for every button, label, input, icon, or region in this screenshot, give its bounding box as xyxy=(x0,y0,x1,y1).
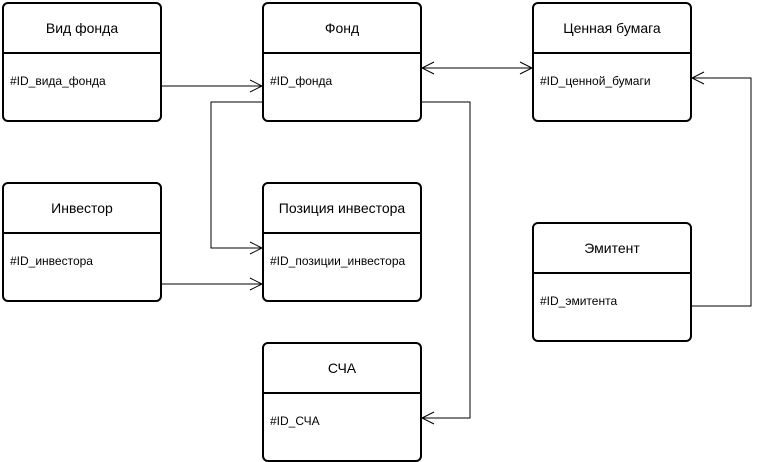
entity-title: СЧА xyxy=(264,344,420,394)
entity-title: Вид фонда xyxy=(4,4,160,54)
entity-key-field: #ID_позиции_инвестора xyxy=(270,254,406,268)
entity-fond[interactable]: Фонд #ID_фонда xyxy=(262,2,422,122)
entity-key-field: #ID_вида_фонда xyxy=(10,74,106,88)
edge-fond-cennaya-bumaga xyxy=(420,61,534,75)
entity-title: Фонд xyxy=(264,4,420,54)
entity-emitent[interactable]: Эмитент #ID_эмитента xyxy=(532,222,692,342)
edge-vid-fonda-fond xyxy=(162,79,264,93)
entity-investor[interactable]: Инвестор #ID_инвестора xyxy=(2,182,162,302)
entity-scha[interactable]: СЧА #ID_СЧА xyxy=(262,342,422,462)
entity-poziciya-investora[interactable]: Позиция инвестора #ID_позиции_инвестора xyxy=(262,182,422,302)
entity-key-field: #ID_фонда xyxy=(270,74,333,88)
entity-title: Эмитент xyxy=(534,224,690,274)
entity-title: Позиция инвестора xyxy=(264,184,420,234)
entity-title: Инвестор xyxy=(4,184,160,234)
entity-title: Ценная бумага xyxy=(534,4,690,54)
entity-vid-fonda[interactable]: Вид фонда #ID_вида_фонда xyxy=(2,2,162,122)
entity-cennaya-bumaga[interactable]: Ценная бумага #ID_ценной_бумаги xyxy=(532,2,692,122)
edge-fond-poziciya-investora xyxy=(210,101,264,255)
edge-emitent-cennaya-bumaga xyxy=(690,71,752,307)
entity-key-field: #ID_ценной_бумаги xyxy=(540,74,651,88)
edge-investor-poziciya-investora xyxy=(162,277,264,291)
edge-fond-scha xyxy=(420,101,471,425)
entity-key-field: #ID_СЧА xyxy=(270,414,320,428)
entity-key-field: #ID_эмитента xyxy=(540,294,618,308)
entity-key-field: #ID_инвестора xyxy=(10,254,93,268)
